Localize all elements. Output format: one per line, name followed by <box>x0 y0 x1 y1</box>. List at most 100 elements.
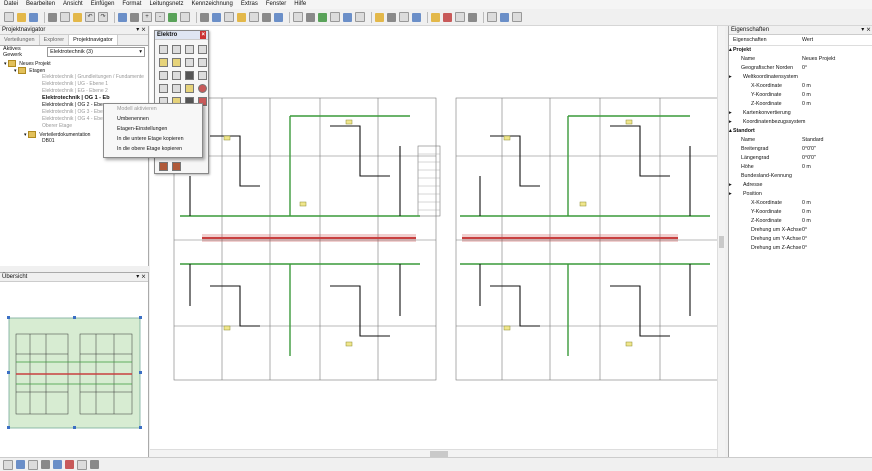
layer-icon[interactable] <box>200 12 209 22</box>
property-value[interactable]: 0 m <box>802 92 811 98</box>
elevation-icon[interactable] <box>412 12 421 22</box>
print-preview-icon[interactable] <box>90 460 99 469</box>
zoom-out-icon[interactable]: - <box>155 12 165 22</box>
tree-item-level[interactable]: Elektrotechnik | Grundleitungen / Fundam… <box>42 74 144 80</box>
stop-icon[interactable] <box>198 84 207 93</box>
display-icon[interactable] <box>77 459 87 470</box>
property-row[interactable]: ▸ Weltkoordinatensystem <box>729 73 872 82</box>
collapse-icon[interactable]: ▾ <box>14 67 17 74</box>
property-row[interactable]: ▴ Projekt <box>729 46 872 55</box>
tree-item-level[interactable]: Elektrotechnik | OG 2 - Ebe <box>42 102 103 108</box>
cut-icon[interactable] <box>48 12 57 22</box>
scroll-thumb[interactable] <box>719 236 724 248</box>
menu-format[interactable]: Format <box>122 1 142 7</box>
menu-item-copy-lower[interactable]: In die untere Etage kopieren <box>117 136 184 142</box>
open-folder-icon[interactable] <box>17 12 26 22</box>
cable-icon[interactable] <box>172 84 181 93</box>
collapse-icon[interactable]: ▾ <box>4 60 7 67</box>
menu-fenster[interactable]: Fenster <box>265 1 287 7</box>
building-icon[interactable] <box>172 162 181 171</box>
close-icon[interactable]: × <box>200 31 206 39</box>
pan-icon[interactable] <box>130 12 139 22</box>
expand-icon[interactable]: ▴ <box>729 128 732 134</box>
socket-icon[interactable] <box>172 45 181 54</box>
drawing-canvas[interactable] <box>150 26 719 457</box>
settings-icon[interactable] <box>512 12 522 22</box>
overview-viewport[interactable] <box>8 317 141 429</box>
measure-icon[interactable] <box>65 460 74 469</box>
view-3d-icon[interactable] <box>387 12 396 22</box>
telephone-icon[interactable] <box>198 71 207 80</box>
expand-icon[interactable]: ▸ <box>729 119 732 125</box>
light-icon[interactable] <box>198 45 207 54</box>
property-row[interactable]: ▸ Position <box>729 190 872 199</box>
menu-datei[interactable]: Datei <box>4 1 19 7</box>
property-value[interactable]: 0° <box>802 236 808 242</box>
door-icon[interactable] <box>262 12 271 22</box>
expand-icon[interactable]: ▸ <box>729 74 732 80</box>
tree-item-db[interactable]: DB01 <box>42 138 55 144</box>
tree-item-level[interactable]: Elektrotechnik | EG - Ebene 2 <box>42 88 108 94</box>
panel-controls[interactable]: ▾ ⨯ <box>136 27 146 33</box>
copy-icon[interactable] <box>60 12 70 22</box>
zoom-window-icon[interactable] <box>180 12 190 22</box>
menu-ansicht[interactable]: Ansicht <box>63 1 83 7</box>
tab-explorer[interactable]: Explorer <box>40 35 70 45</box>
list-icon[interactable] <box>500 12 509 22</box>
expand-icon[interactable]: ▸ <box>729 191 732 197</box>
object-snap-icon[interactable] <box>53 460 62 469</box>
luminaire-icon[interactable] <box>159 58 168 67</box>
junction-box-icon[interactable] <box>159 84 168 93</box>
property-value[interactable]: 0 m <box>802 218 811 224</box>
menu-bearbeiten[interactable]: Bearbeiten <box>26 1 56 7</box>
window-icon[interactable] <box>274 12 283 22</box>
section-icon[interactable] <box>399 12 409 22</box>
property-value[interactable]: 0°0'0" <box>802 146 816 152</box>
menu-extras[interactable]: Extras <box>240 1 258 7</box>
tree-item-verteiler[interactable]: ▾ Verteilerdokumentation <box>24 131 90 139</box>
property-value[interactable]: 0 m <box>802 209 811 215</box>
tree-item-level[interactable]: Oberer Etage <box>42 123 73 129</box>
menu-item-umbenennen[interactable]: Umbenennen <box>117 116 149 122</box>
tab-verteilungen[interactable]: Verteilungen <box>0 35 40 45</box>
zoom-in-icon[interactable]: + <box>142 12 152 22</box>
new-file-icon[interactable] <box>4 12 14 22</box>
save-icon[interactable] <box>29 12 38 22</box>
line-icon[interactable] <box>293 12 303 22</box>
menu-leitungsnetz[interactable]: Leitungsnetz <box>149 1 184 7</box>
fire-alarm-icon[interactable] <box>185 84 194 93</box>
paste-icon[interactable] <box>73 12 82 22</box>
property-value[interactable]: Neues Projekt <box>802 56 836 62</box>
property-row[interactable]: Bundesland-Kennung <box>729 172 872 181</box>
overview-minimap[interactable] <box>0 282 148 458</box>
property-value[interactable]: 0° <box>802 65 808 71</box>
property-value[interactable]: Standard <box>802 137 824 143</box>
tree-item-level-active[interactable]: Elektrotechnik | OG 1 - Eb <box>42 95 110 101</box>
vertical-scrollbar[interactable] <box>717 26 725 457</box>
property-row[interactable]: ▸ Koordinatenbezugssystem <box>729 118 872 127</box>
text-icon[interactable] <box>330 12 340 22</box>
data-socket-icon[interactable] <box>159 71 168 80</box>
menu-hilfe[interactable]: Hilfe <box>294 1 307 7</box>
distribution-board-icon[interactable] <box>159 45 168 54</box>
property-value[interactable]: 0 m <box>802 101 811 107</box>
property-value[interactable]: 0 m <box>802 83 811 89</box>
tree-item-level[interactable]: Elektrotechnik | OG 3 - Ebe <box>42 109 103 115</box>
cable-icon[interactable] <box>306 12 315 22</box>
undo-icon[interactable]: ↶ <box>85 12 95 22</box>
property-row[interactable]: ▸ Adresse <box>729 181 872 190</box>
expand-icon[interactable]: ▴ <box>729 47 732 53</box>
property-value[interactable]: 0 m <box>802 164 811 170</box>
snap-grid-icon[interactable] <box>3 459 13 470</box>
